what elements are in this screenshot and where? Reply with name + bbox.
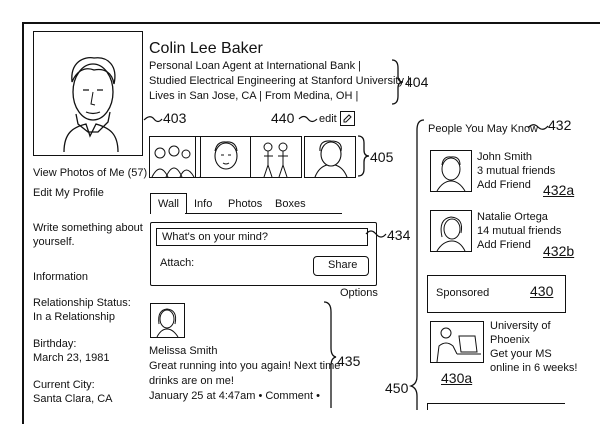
edit-pencil-button[interactable] — [340, 111, 355, 126]
pymk-name-natalie[interactable]: Natalie Ortega — [477, 211, 548, 224]
leader-432 — [527, 122, 549, 132]
view-photos-link[interactable]: View Photos of Me (57) — [33, 167, 147, 180]
pymk-name-john[interactable]: John Smith — [477, 151, 532, 164]
group-photo-icon — [150, 137, 195, 177]
post-meta: January 25 at 4:47am • Comment • — [149, 390, 320, 403]
relationship-value: In a Relationship — [33, 311, 115, 324]
photo-thumb-group[interactable] — [149, 136, 196, 178]
tab-photos[interactable]: Photos — [228, 198, 262, 211]
post-text-line2: drinks are on me! — [149, 375, 234, 388]
attach-label: Attach: — [160, 257, 194, 270]
ref-432: 432 — [548, 117, 571, 133]
photo-thumb-man[interactable] — [304, 136, 356, 178]
avatar-woman-icon — [431, 211, 471, 251]
avatar-woman-icon — [151, 304, 184, 337]
write-something-line2[interactable]: yourself. — [33, 236, 75, 249]
ref-430: 430 — [530, 283, 553, 299]
tab-boxes[interactable]: Boxes — [275, 198, 306, 211]
ref-435: 435 — [337, 353, 360, 369]
ad-image[interactable] — [430, 321, 484, 363]
ad-line3[interactable]: Get your MS — [490, 348, 552, 361]
photo-thumb-couple[interactable] — [250, 136, 302, 178]
pymk-mutual-john[interactable]: 3 mutual friends — [477, 165, 555, 178]
profile-face-icon — [34, 32, 142, 155]
pymk-avatar-john[interactable] — [430, 150, 472, 192]
options-link[interactable]: Options — [340, 287, 378, 300]
brace-405 — [356, 134, 370, 178]
share-button-label: Share — [328, 259, 357, 272]
ad-box-bottom — [427, 403, 565, 410]
sponsored-title: Sponsored — [436, 287, 489, 300]
post-author[interactable]: Melissa Smith — [149, 345, 217, 358]
profile-photo[interactable] — [33, 31, 143, 156]
pencil-icon — [341, 112, 354, 125]
profile-detail-education: Studied Electrical Engineering at Stanfo… — [149, 75, 410, 88]
birthday-value: March 23, 1981 — [33, 352, 109, 365]
pymk-title: People You May Know — [428, 123, 538, 136]
edit-profile-link[interactable]: Edit My Profile — [33, 187, 104, 200]
avatar-man-icon — [431, 151, 471, 191]
pymk-add-natalie[interactable]: Add Friend — [477, 239, 531, 252]
post-author-avatar[interactable] — [150, 303, 185, 338]
tab-info[interactable]: Info — [194, 198, 212, 211]
ref-405: 405 — [370, 149, 393, 165]
student-laptop-icon — [431, 322, 483, 362]
birthday-label: Birthday: — [33, 338, 76, 351]
ad-line2[interactable]: Phoenix — [490, 334, 530, 347]
ref-432a: 432a — [543, 182, 574, 198]
edit-link[interactable]: edit — [319, 113, 337, 126]
ref-440: 440 — [271, 110, 294, 126]
brace-435 — [322, 300, 338, 410]
leader-440 — [298, 114, 318, 124]
ref-450: 450 — [385, 380, 408, 396]
pymk-add-john[interactable]: Add Friend — [477, 179, 531, 192]
profile-name: Colin Lee Baker — [149, 40, 263, 58]
profile-detail-job: Personal Loan Agent at International Ban… — [149, 60, 361, 73]
tab-wall[interactable]: Wall — [158, 198, 179, 211]
photo-thumb-portrait[interactable] — [200, 136, 251, 178]
pymk-avatar-natalie[interactable] — [430, 210, 472, 252]
city-value: Santa Clara, CA — [33, 393, 112, 406]
ref-430a: 430a — [441, 370, 472, 386]
status-input-placeholder: What's on your mind? — [162, 231, 268, 244]
brace-450 — [406, 118, 426, 410]
ref-403: 403 — [163, 110, 186, 126]
brace-404 — [390, 58, 404, 106]
man-photo-icon — [305, 137, 355, 177]
leader-403 — [142, 114, 164, 124]
relationship-label: Relationship Status: — [33, 297, 131, 310]
ad-line1[interactable]: University of — [490, 320, 551, 333]
ad-line4[interactable]: online in 6 weeks! — [490, 362, 577, 375]
write-something-line1[interactable]: Write something about — [33, 222, 143, 235]
couple-photo-icon — [251, 137, 301, 177]
tabs-underline — [185, 213, 342, 214]
ref-404: 404 — [405, 74, 428, 90]
leader-434 — [365, 228, 387, 240]
profile-detail-location: Lives in San Jose, CA | From Medina, OH … — [149, 90, 358, 103]
portrait-photo-icon — [201, 137, 250, 177]
ref-432b: 432b — [543, 243, 574, 259]
information-heading: Information — [33, 271, 88, 284]
pymk-mutual-natalie[interactable]: 14 mutual friends — [477, 225, 561, 238]
city-label: Current City: — [33, 379, 95, 392]
post-text-line1: Great running into you again! Next time — [149, 360, 340, 373]
